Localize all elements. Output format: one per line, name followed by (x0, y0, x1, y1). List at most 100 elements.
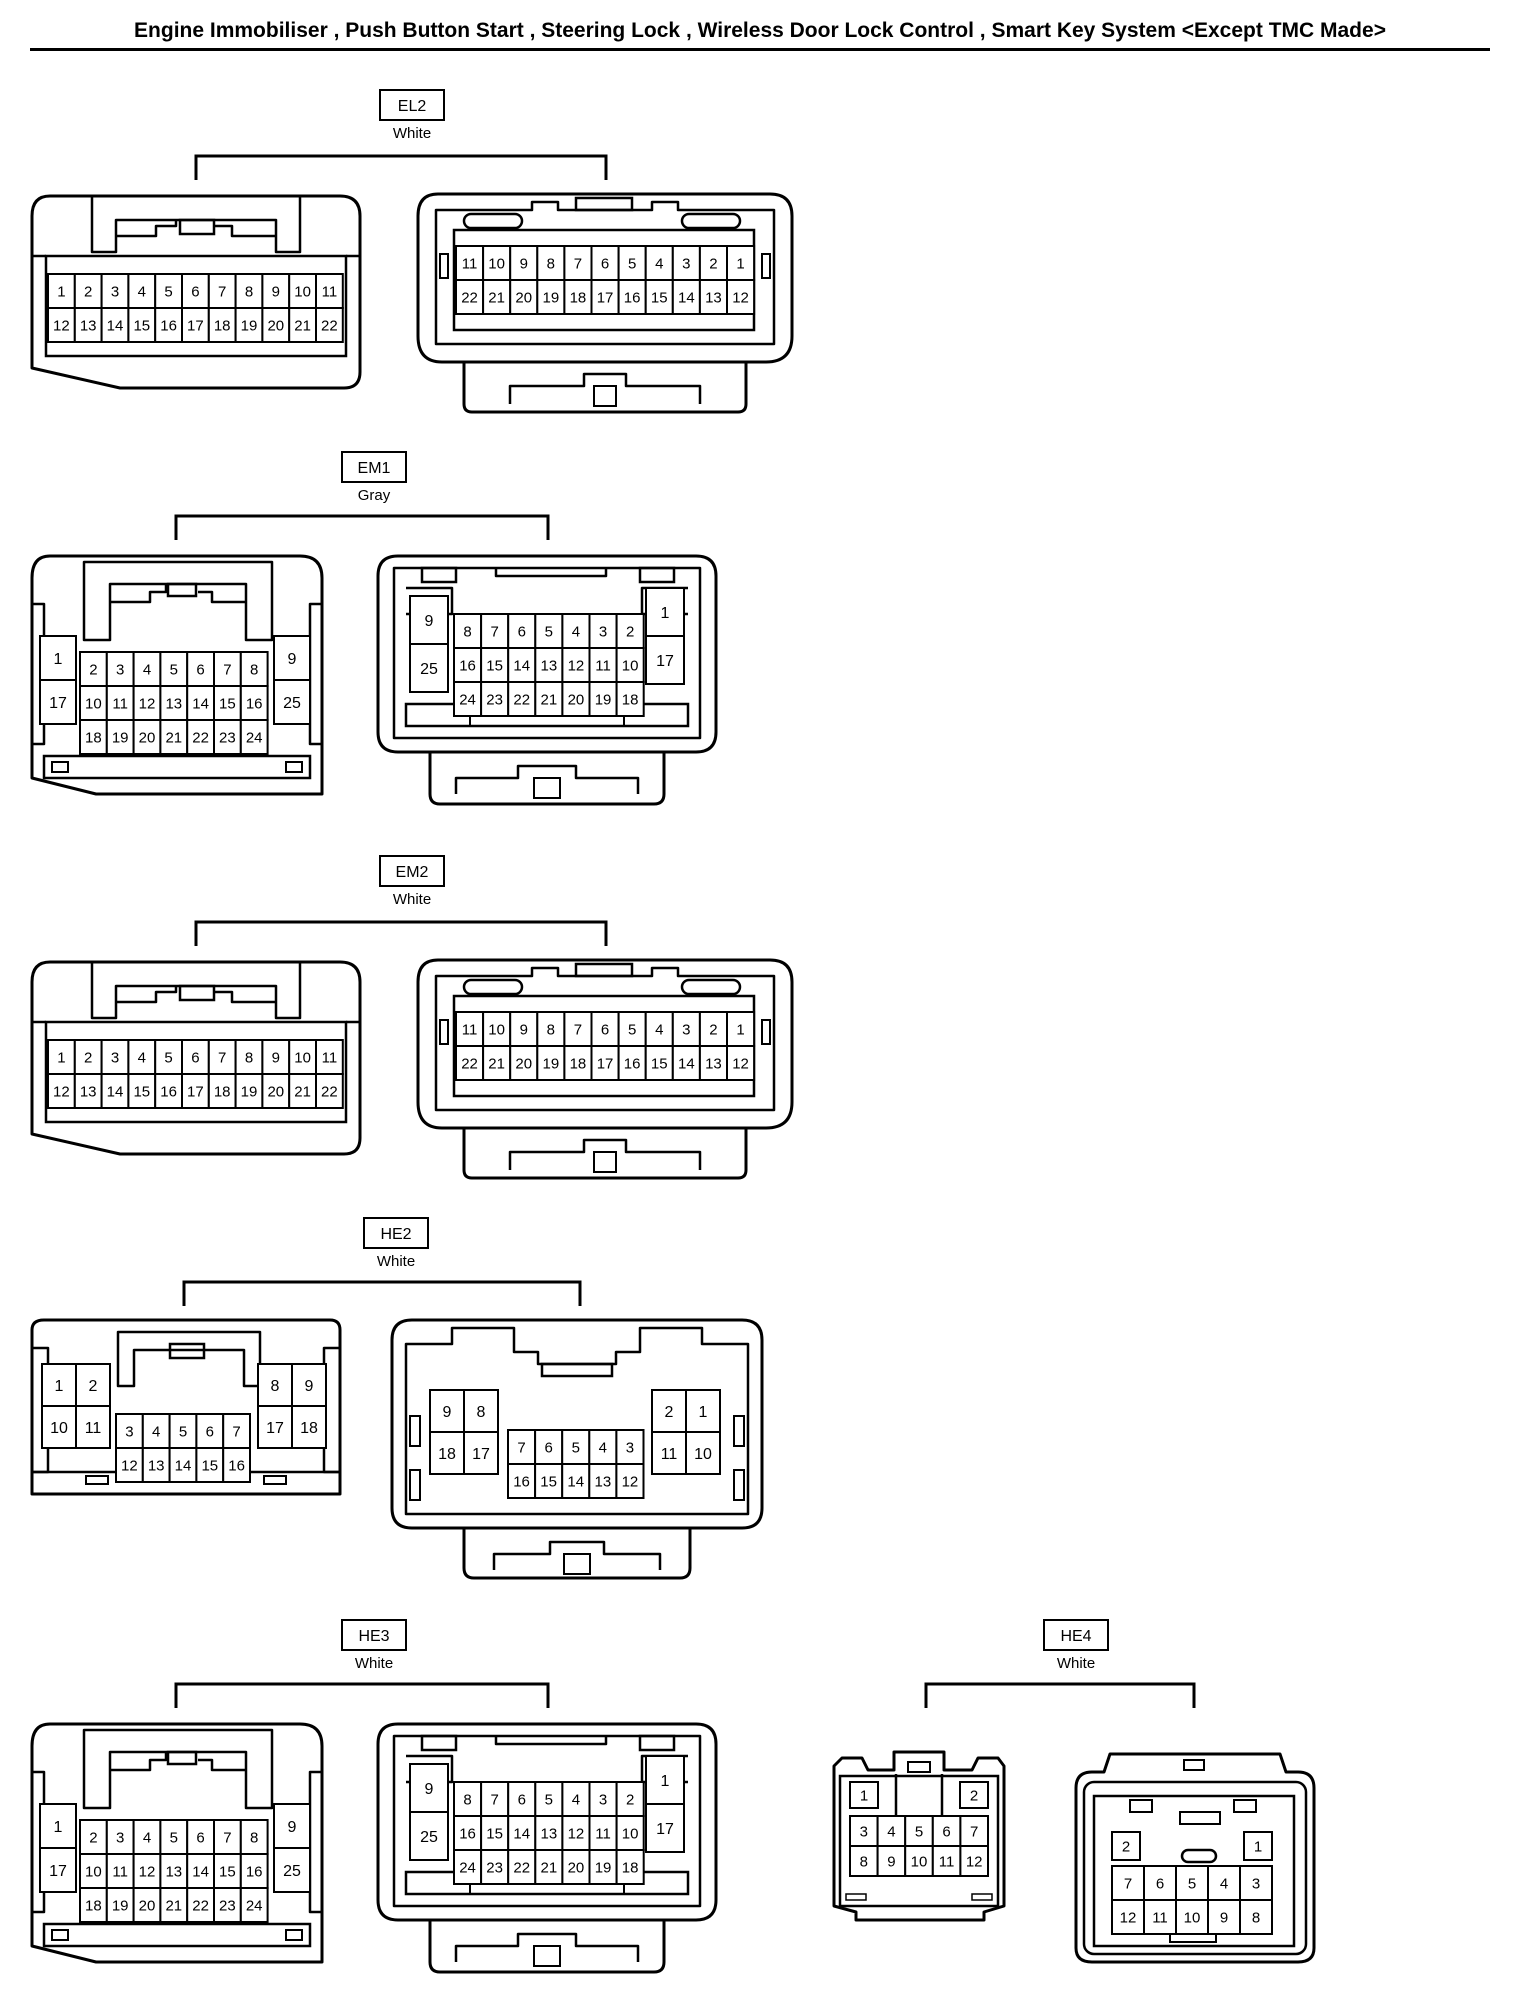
pin-cell: 16 (239, 685, 269, 721)
connector-code-box (1043, 1619, 1109, 1651)
pin-box (288, 1073, 318, 1109)
pin-box (615, 1849, 645, 1885)
pin-box (671, 1011, 701, 1047)
pin-cell: 2 (73, 1039, 103, 1075)
pin-number: 15 (201, 1457, 218, 1474)
pin-cell: 21 (159, 719, 189, 755)
pin-cell: 17 (181, 307, 210, 343)
pin-number: 6 (942, 1823, 950, 1840)
pin-cell: 16 (222, 1447, 251, 1483)
pin-cell: 11 (455, 245, 485, 281)
housing-outline (376, 554, 718, 754)
pin-cell: 8 (1239, 1899, 1273, 1935)
pin-cell: 5 (904, 1815, 934, 1847)
pin-number: 17 (187, 1083, 204, 1100)
pin-cell: 10 (1175, 1899, 1209, 1935)
pin-box (273, 679, 311, 725)
housing-outline (110, 584, 168, 604)
connector-code: HE4 (1060, 1628, 1091, 1645)
pin-cell: 14 (100, 307, 130, 343)
pin-number: 4 (152, 1423, 160, 1440)
pin-box (463, 1431, 499, 1475)
pin-box (482, 279, 512, 315)
pin-cell: 17 (181, 1073, 210, 1109)
connector-color: White (377, 1253, 415, 1270)
pin-cell: 5 (561, 1429, 591, 1465)
pin-cell: 3 (1239, 1865, 1273, 1901)
pin-box (127, 1073, 157, 1109)
housing-outline (110, 1752, 168, 1772)
pin-cell: 12 (959, 1845, 990, 1877)
pin-number: 12 (139, 695, 156, 712)
pin-number: 23 (219, 729, 236, 746)
pin-box (186, 1853, 215, 1889)
pin-number: 11 (322, 283, 338, 300)
pin-number: 3 (125, 1423, 133, 1440)
pin-cell: 16 (617, 279, 647, 315)
pin-cell: 9 (509, 1011, 539, 1047)
pin-cell: 4 (644, 1011, 674, 1047)
pin-box (645, 635, 685, 685)
housing-outline (214, 990, 276, 1004)
pin-cell: 18 (429, 1431, 465, 1475)
pin-number: 1 (699, 1404, 708, 1421)
pin-box (168, 1447, 198, 1483)
pin-number: 1 (661, 605, 670, 622)
pin-number: 3 (599, 1791, 607, 1808)
pin-cell: 23 (213, 1887, 242, 1923)
pin-cell: 14 (100, 1073, 130, 1109)
pin-cell: 1 (849, 1781, 879, 1809)
pin-cell: 13 (534, 1815, 564, 1851)
pin-cell: 11 (931, 1845, 962, 1877)
pin-cell: 9 (509, 245, 539, 281)
housing-detail (285, 761, 303, 773)
pin-cell: 14 (186, 1853, 215, 1889)
pin-cell: 13 (73, 1073, 103, 1109)
pin-cell: 18 (615, 681, 645, 717)
housing-detail (420, 566, 458, 584)
housing-outline (454, 764, 640, 794)
pin-box (181, 1073, 210, 1109)
pin-cell: 9 (1207, 1899, 1241, 1935)
pin-number: 13 (541, 657, 558, 674)
pin-number: 7 (574, 1021, 582, 1038)
housing-outline (392, 566, 702, 740)
pin-box (507, 1429, 537, 1465)
pin-cell: 20 (132, 1887, 162, 1923)
pin-number: 21 (541, 691, 558, 708)
housing-detail (42, 754, 312, 780)
pin-number: 25 (283, 695, 301, 712)
housing-detail (409, 1469, 421, 1501)
pin-number: 4 (655, 1021, 663, 1038)
pin-number: 13 (165, 695, 182, 712)
housing-outline (116, 1330, 262, 1388)
pin-number: 7 (218, 283, 226, 300)
pin-number: 20 (139, 1897, 156, 1914)
pin-box (239, 1853, 269, 1889)
pin-box (41, 1363, 77, 1407)
pin-number: 5 (545, 1791, 553, 1808)
pin-cell: 1 (726, 1011, 756, 1047)
pin-number: 8 (463, 1791, 471, 1808)
pin-cell: 4 (127, 1039, 157, 1075)
pin-number: 16 (624, 289, 641, 306)
pin-box (726, 279, 756, 315)
pin-cell: 4 (561, 613, 591, 649)
pin-box (186, 1887, 215, 1923)
pin-box (222, 1413, 251, 1449)
pin-box (132, 1819, 162, 1855)
housing-outline (416, 192, 794, 364)
latch-slot (680, 978, 742, 996)
pin-cell: 3 (849, 1815, 879, 1847)
pin-cell: 13 (534, 647, 564, 683)
pairing-bracket (924, 1682, 1196, 1708)
pin-cell: 6 (1143, 1865, 1177, 1901)
pin-box (132, 685, 162, 721)
pin-cell: 4 (644, 245, 674, 281)
pin-number: 16 (459, 1825, 476, 1842)
pin-number: 20 (515, 289, 532, 306)
pin-cell: 5 (154, 273, 183, 309)
housing-outline (82, 560, 274, 642)
pin-box (453, 647, 483, 683)
